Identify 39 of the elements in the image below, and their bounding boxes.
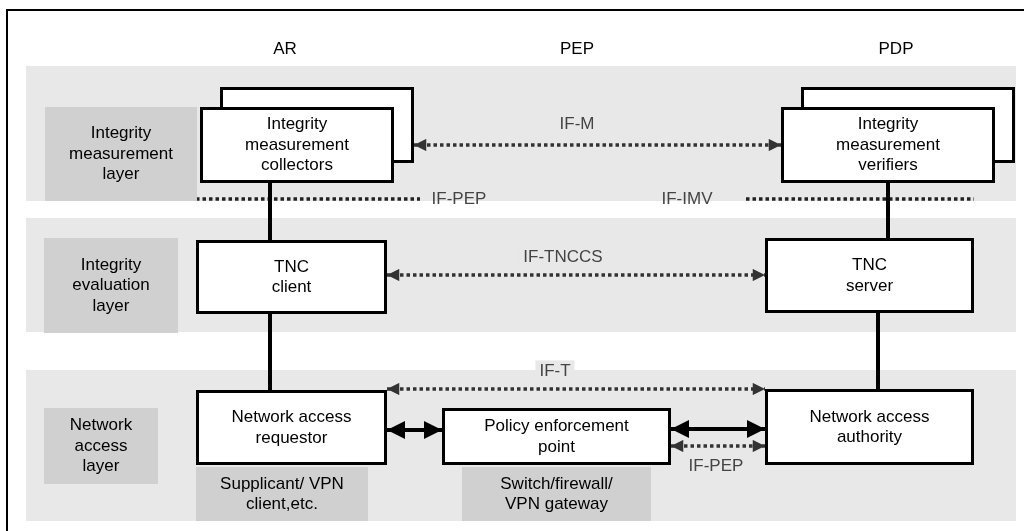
node-text: Network access layer <box>68 415 134 477</box>
column-heading: PDP <box>878 38 914 60</box>
node-text: Policy enforcement point <box>483 416 630 457</box>
node-text: Network access authority <box>808 406 931 448</box>
arrow <box>387 421 442 439</box>
layer-label-box <box>44 408 158 484</box>
component-box <box>781 107 995 183</box>
layer-label-box <box>196 467 368 521</box>
arrow <box>387 268 765 282</box>
connector-line <box>886 183 890 238</box>
node-text: TNC server <box>844 255 895 296</box>
layer-label-box <box>462 467 651 521</box>
node-text: Integrity measurement collectors <box>244 114 350 176</box>
component-box <box>196 240 387 314</box>
layer-label-box <box>44 238 178 333</box>
node-text: Integrity measurement verifiers <box>835 114 941 176</box>
column-heading: AR <box>273 38 297 60</box>
node-text: Network access requestor <box>230 407 353 448</box>
node-text: Integrity measurement layer <box>68 123 174 185</box>
arrow <box>671 420 765 438</box>
layer-label-box <box>45 107 197 201</box>
component-box <box>200 107 394 183</box>
connector-line <box>268 183 272 240</box>
arrow <box>414 138 781 152</box>
node-text: Switch/firewall/ VPN gateway <box>499 473 614 515</box>
component-box <box>196 390 387 465</box>
component-box <box>765 389 974 465</box>
interface-label: IF-PEP <box>431 188 487 210</box>
node-text: TNC client <box>270 256 313 298</box>
node-text: Integrity evaluation layer <box>71 254 151 317</box>
column-heading: PEP <box>560 38 594 60</box>
connector-line <box>268 314 272 390</box>
arrow <box>387 382 765 396</box>
node-text: Supplicant/ VPN client,etc. <box>219 473 345 515</box>
component-box <box>442 408 671 465</box>
arrow <box>671 439 765 453</box>
component-box <box>765 238 974 313</box>
connector-line <box>876 313 880 389</box>
interface-label: IF-IMV <box>661 188 713 210</box>
